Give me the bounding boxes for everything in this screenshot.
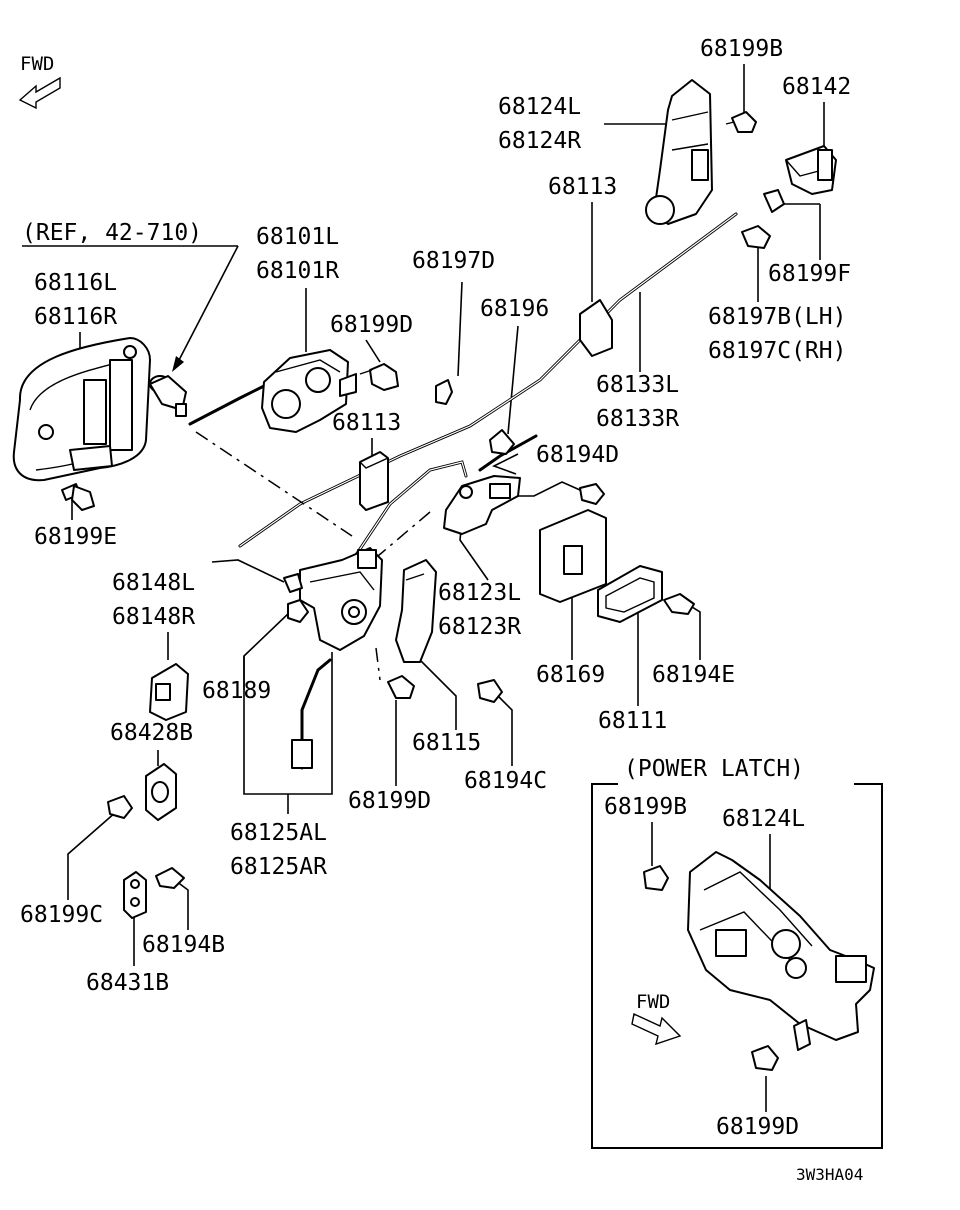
ref-label: (REF, 42-710) — [22, 220, 202, 246]
part-label: 68199F — [768, 261, 851, 287]
part-label: 68189 — [202, 678, 271, 704]
part-label: 68123L — [438, 580, 521, 606]
spacer-plate — [123, 871, 147, 919]
fwd-arrow-icon — [18, 76, 61, 110]
part-label: 68199D — [716, 1114, 799, 1140]
screw-icon — [477, 679, 503, 703]
part-label: 68113 — [548, 174, 617, 200]
part-label: 68116R — [34, 304, 117, 330]
part-label: 68124L — [498, 94, 581, 120]
centerline — [375, 647, 381, 681]
bolt-icon — [725, 111, 757, 133]
lock-cylinder — [785, 145, 837, 195]
rod-holder — [359, 451, 389, 511]
bolt-icon — [751, 1045, 779, 1071]
part-label: 68116L — [34, 270, 117, 296]
part-label: 68111 — [598, 708, 667, 734]
part-label: 68428B — [110, 720, 193, 746]
door-latch — [645, 79, 713, 225]
power-latch-inset: (POWER LATCH) 68199B 68124L 68199D FWD — [591, 756, 883, 1149]
part-label: 68113 — [332, 410, 401, 436]
lock-bracket — [443, 475, 521, 535]
inside-handle — [597, 565, 663, 623]
inset-fwd-label: FWD — [636, 991, 670, 1013]
fwd-arrow-icon — [631, 1012, 682, 1046]
screw-icon — [155, 867, 185, 889]
screw-icon — [359, 363, 399, 391]
part-label: 68197D — [412, 248, 495, 274]
bolt-icon — [763, 189, 785, 213]
door-switch — [149, 663, 189, 721]
part-label: 68115 — [412, 730, 481, 756]
part-label: 68199E — [34, 524, 117, 550]
part-label: 68199B — [604, 794, 687, 820]
part-label: 68199C — [20, 902, 103, 928]
part-labels: 68199B 68142 68124L 68124R 68113 68199F … — [20, 36, 851, 996]
clip-icon — [435, 379, 453, 405]
part-label: 68199D — [330, 312, 413, 338]
part-label: 68124L — [722, 806, 805, 832]
screw-icon — [663, 593, 695, 615]
inset-title: (POWER LATCH) — [624, 756, 804, 782]
part-label: 68133R — [596, 406, 679, 432]
part-label: 68197C(RH) — [708, 338, 846, 364]
part-label: 68169 — [536, 662, 605, 688]
bolt-icon — [283, 573, 303, 593]
bolt-icon — [107, 795, 133, 819]
part-label: 68199B — [700, 36, 783, 62]
bolt-icon — [287, 599, 309, 623]
clip-icon — [741, 225, 771, 249]
outside-handle — [12, 337, 151, 482]
part-label: 68148R — [112, 604, 195, 630]
power-door-latch — [687, 851, 875, 1051]
switch-plate — [145, 763, 177, 821]
part-label: 68101R — [256, 258, 339, 284]
part-label: 68431B — [86, 970, 169, 996]
part-label: 68123R — [438, 614, 521, 640]
inside-lock-actuator — [261, 349, 357, 433]
bolt-icon — [387, 675, 415, 699]
fwd-label: FWD — [20, 53, 54, 75]
part-label: 68194E — [652, 662, 735, 688]
part-label: 68124R — [498, 128, 581, 154]
rod-connector — [149, 375, 187, 417]
part-label: 68196 — [480, 296, 549, 322]
connector-icon — [291, 739, 313, 769]
part-label: 68125AL — [230, 820, 327, 846]
centerline — [377, 511, 431, 557]
part-label: 68148L — [112, 570, 195, 596]
part-label: 68194D — [536, 442, 619, 468]
centerline — [195, 431, 353, 537]
part-label: 68133L — [596, 372, 679, 398]
protector-pad — [539, 509, 607, 603]
fwd-indicator: FWD — [18, 53, 61, 110]
rod-holder — [579, 299, 613, 357]
part-label: 68197B(LH) — [708, 304, 846, 330]
latch-bracket — [395, 559, 437, 663]
part-label: 68101L — [256, 224, 339, 250]
bolt-icon — [643, 865, 669, 891]
part-label: 68194C — [464, 768, 547, 794]
control-rods — [188, 212, 738, 770]
screw-icon — [579, 483, 605, 505]
door-latch-assembly — [299, 547, 383, 651]
part-label: 68199D — [348, 788, 431, 814]
clip-icon — [489, 429, 515, 455]
part-label: 68125AR — [230, 854, 327, 880]
part-label: 68194B — [142, 932, 225, 958]
bolt-icon — [61, 483, 95, 511]
drawing-code: 3W3HA04 — [796, 1165, 863, 1184]
part-label: 68142 — [782, 74, 851, 100]
